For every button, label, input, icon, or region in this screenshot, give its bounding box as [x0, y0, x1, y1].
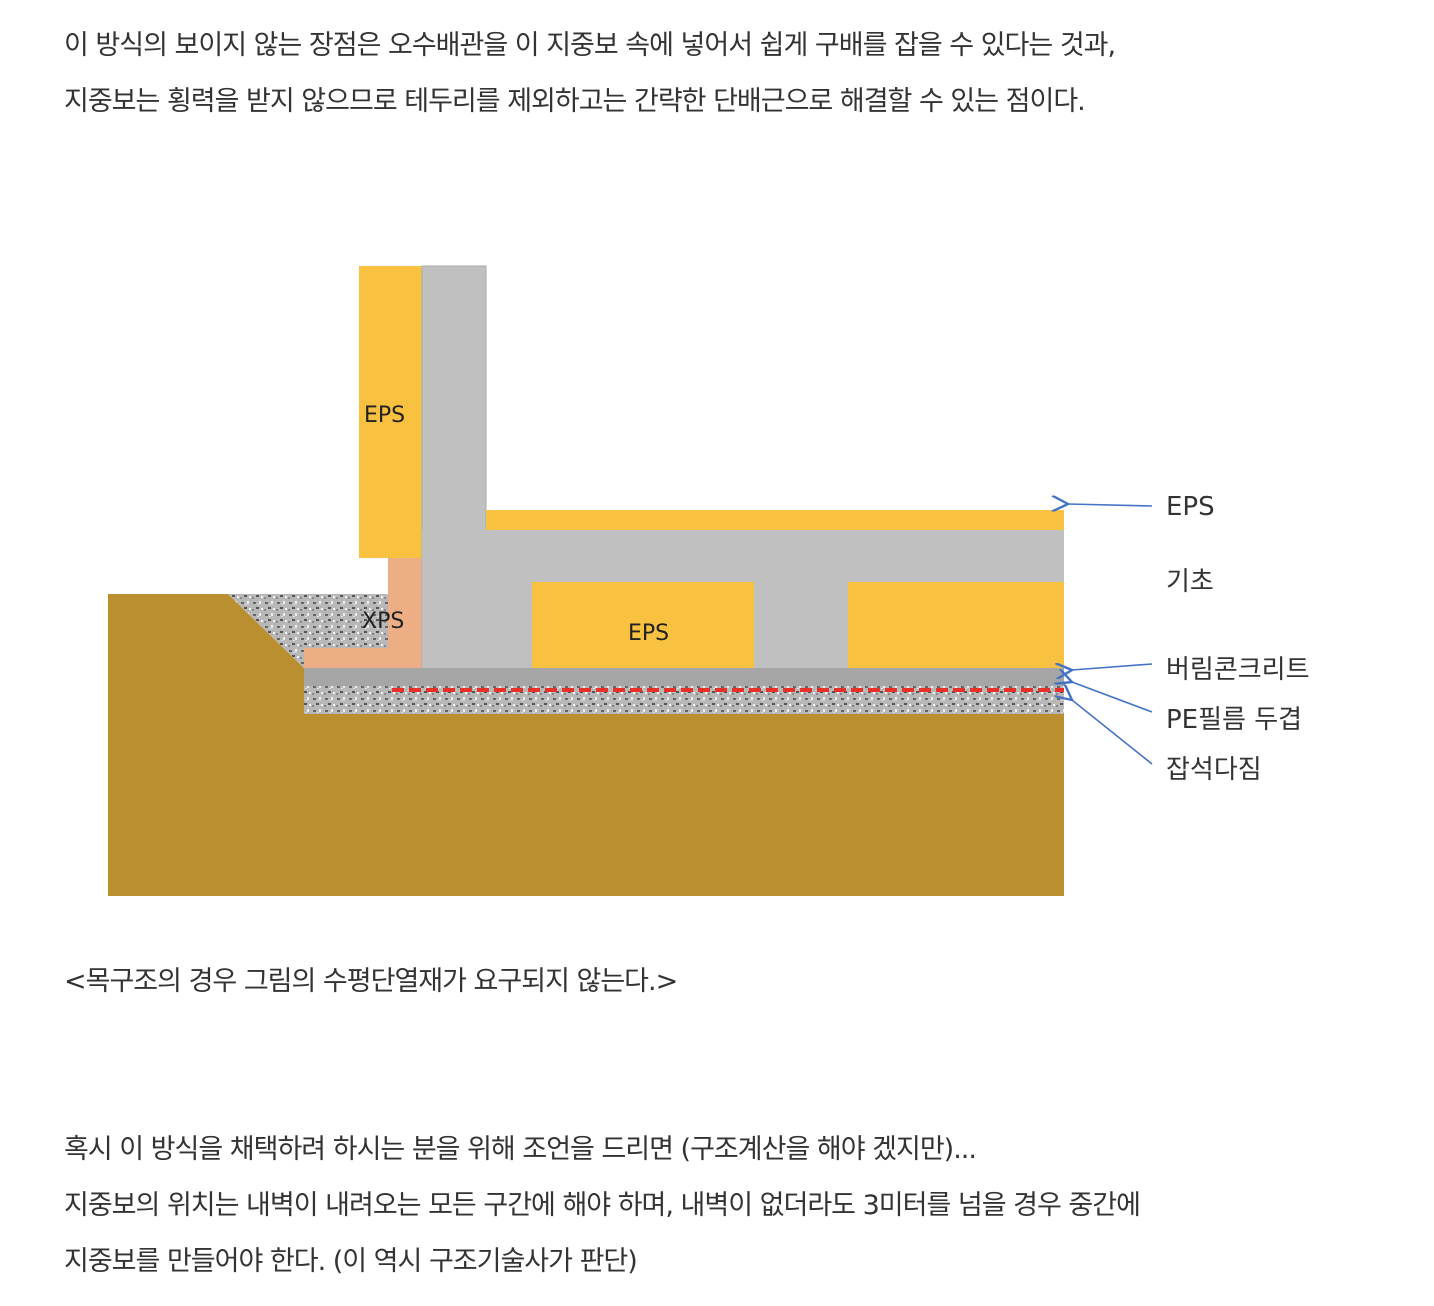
callout-lean-concrete: 버림콘크리트 — [1166, 655, 1310, 685]
paragraph-line: 지중보는 횡력을 받지 않으므로 테두리를 제외하고는 간략한 단배근으로 해결… — [64, 86, 1086, 117]
callout-foundation: 기초 — [1166, 567, 1214, 597]
soil — [108, 594, 1064, 896]
xps-vertical — [388, 558, 422, 668]
callout-pe-film: PE필름 두겹 — [1166, 705, 1302, 735]
eps-block — [532, 582, 754, 668]
figure-caption: <목구조의 경우 그림의 수평단열재가 요구되지 않는다.> — [64, 966, 678, 997]
label-eps-wall: EPS — [364, 403, 405, 428]
callout-arrows — [1068, 504, 1153, 765]
callout-gravel: 잡석다짐 — [1166, 755, 1262, 785]
xps-foot — [304, 648, 388, 668]
paragraph-line: 이 방식의 보이지 않는 장점은 오수배관을 이 지중보 속에 넣어서 쉽게 구… — [64, 30, 1116, 61]
eps-wall — [359, 266, 422, 558]
paragraph-line: 지중보를 만들어야 한다. (이 역시 구조기술사가 판단) — [64, 1246, 638, 1277]
callout-eps: EPS — [1166, 492, 1215, 522]
paragraph-line: 지중보의 위치는 내벽이 내려오는 모든 구간에 해야 하며, 내벽이 없더라도… — [64, 1190, 1141, 1221]
eps-top — [486, 510, 1064, 530]
label-xps: XPS — [362, 609, 404, 634]
label-eps-under: EPS — [628, 621, 669, 646]
paragraph-line: 혹시 이 방식을 채택하려 하시는 분을 위해 조언을 드리면 (구조계산을 해… — [64, 1134, 977, 1165]
lean-concrete — [304, 668, 1064, 686]
eps-block — [848, 582, 1064, 668]
foundation-diagram: EPS XPS EPS EPS 기초 버림콘크리트 PE필름 두겹 잡석다짐 — [108, 265, 1310, 896]
